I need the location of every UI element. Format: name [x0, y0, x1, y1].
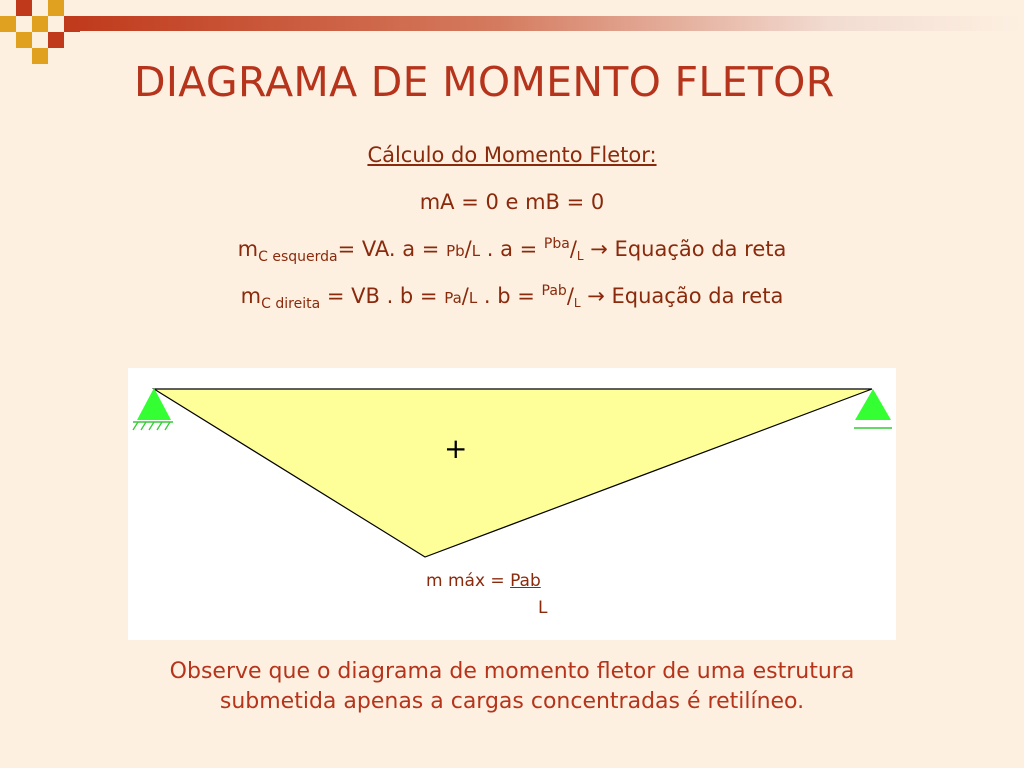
- observation-line-1: Observe que o diagrama de momento fletor…: [169, 659, 855, 684]
- max-moment-numerator: Pab: [510, 571, 541, 591]
- header-gradient-bar: [64, 16, 1024, 31]
- boundary-moments-line: mA = 0 e mB = 0: [419, 190, 605, 214]
- left-support-hatch: [132, 421, 171, 431]
- max-moment-label: m máx = Pab: [426, 571, 541, 591]
- positive-sign: +: [444, 432, 468, 465]
- left-moment-equation: mC esquerda= VA. a = Pb/L . a = Pba/L → …: [237, 236, 787, 265]
- decorative-squares: [0, 0, 80, 64]
- max-moment-denominator: L: [538, 598, 548, 618]
- section-heading: Cálculo do Momento Fletor:: [367, 143, 657, 167]
- slide-title: DIAGRAMA DE MOMENTO FLETOR: [134, 58, 835, 106]
- right-support-icon: [855, 389, 891, 420]
- moment-diagram-svg: [132, 388, 892, 558]
- right-moment-equation: mC direita = VB . b = Pa/L . b = Pab/L →…: [240, 283, 784, 312]
- left-support-icon: [137, 388, 171, 420]
- observation-line-2: submetida apenas a cargas concentradas é…: [219, 689, 805, 714]
- moment-diagram: [128, 368, 896, 640]
- moment-area: [151, 388, 873, 558]
